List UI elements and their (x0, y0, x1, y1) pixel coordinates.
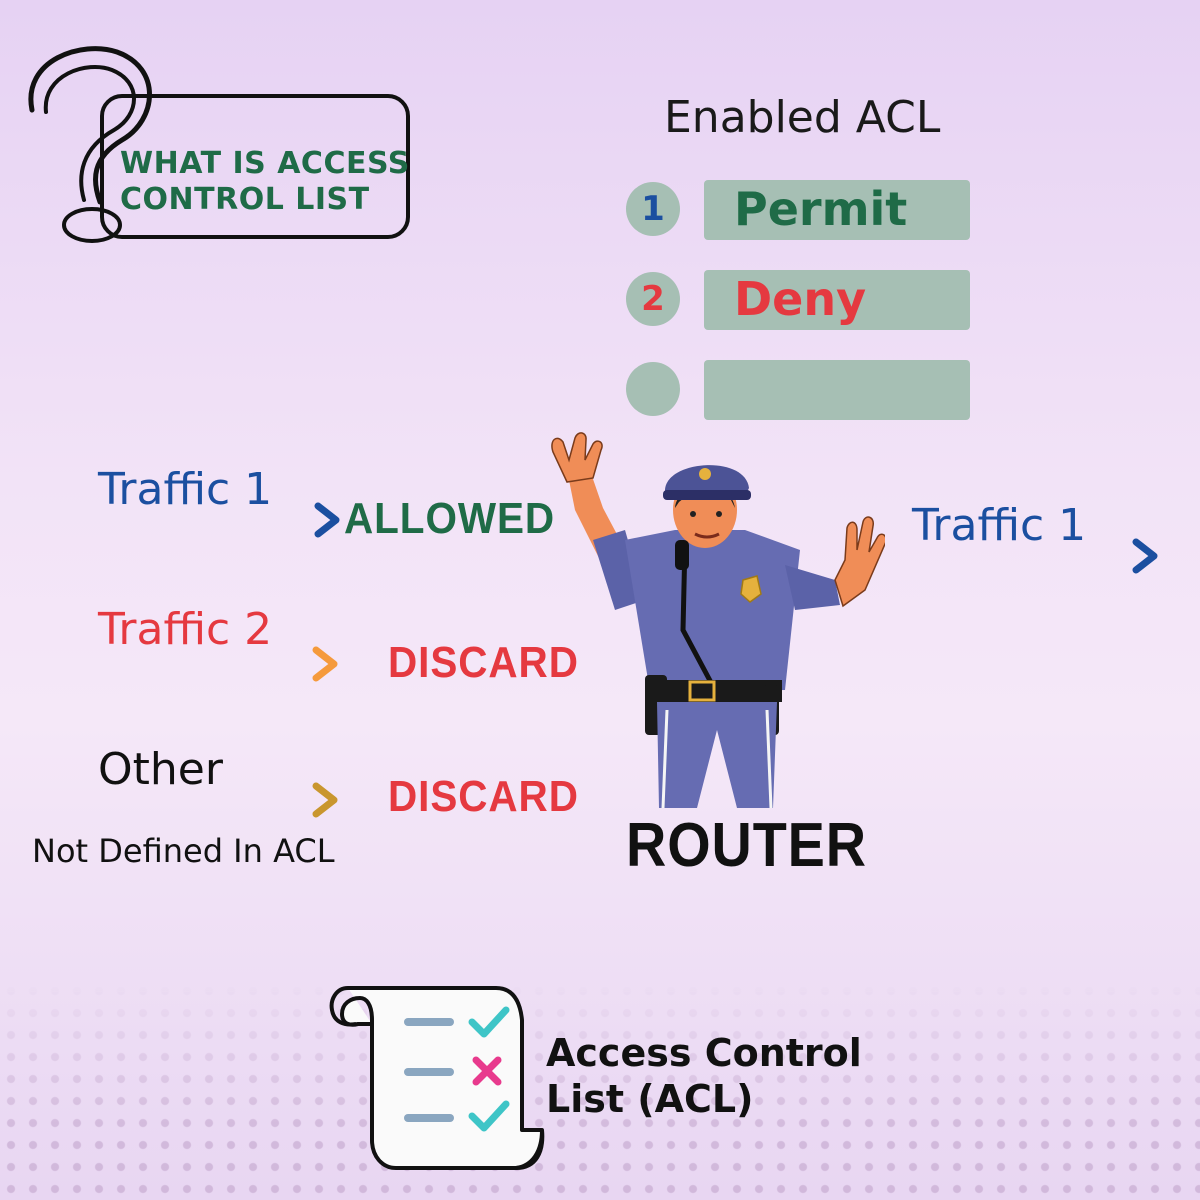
title-frame (100, 94, 410, 239)
flow-label-other: Other (98, 744, 223, 795)
verdict-allowed: ALLOWED (344, 494, 556, 543)
rule-number-3 (626, 362, 680, 416)
verdict-discard-traffic-2: DISCARD (388, 638, 579, 687)
dotted-background-pattern (0, 980, 1200, 1200)
checklist-item-1 (404, 1006, 510, 1038)
rule-empty (704, 360, 970, 420)
rule-permit: Permit (704, 180, 970, 240)
rule-number-1: 1 (626, 182, 680, 236)
flow-label-traffic-1-out: Traffic 1 (912, 500, 1087, 551)
rule-number-1-text: 1 (641, 189, 665, 229)
checklist-item-3 (404, 1100, 510, 1132)
verdict-discard-other: DISCARD (388, 772, 579, 821)
acl-heading: Enabled ACL (664, 92, 941, 143)
page-title: WHAT IS ACCESS CONTROL LIST (120, 146, 420, 218)
title-line-2: CONTROL LIST (120, 182, 370, 217)
police-officer-icon (551, 432, 885, 809)
rule-deny: Deny (704, 270, 970, 330)
legend-line-2: List (ACL) (546, 1077, 754, 1121)
arrow-other-in (64, 782, 338, 818)
legend-line-1: Access Control (546, 1031, 862, 1075)
arrow-traffic-1-out (884, 538, 1158, 574)
rule-number-2: 2 (626, 272, 680, 326)
arrow-traffic-2-in (64, 646, 338, 682)
checklist-item-2 (404, 1056, 502, 1086)
flow-label-traffic-2: Traffic 2 (98, 604, 273, 655)
legend-caption: Access Control List (ACL) (546, 1030, 906, 1122)
router-label: ROUTER (626, 811, 868, 880)
flow-label-traffic-1: Traffic 1 (98, 464, 273, 515)
title-line-1: WHAT IS ACCESS (120, 146, 410, 181)
rule-number-2-text: 2 (641, 279, 665, 319)
checklist-scroll-icon (329, 986, 545, 1170)
other-note: Not Defined In ACL (32, 832, 335, 870)
arrow-traffic-1-in (70, 502, 340, 538)
